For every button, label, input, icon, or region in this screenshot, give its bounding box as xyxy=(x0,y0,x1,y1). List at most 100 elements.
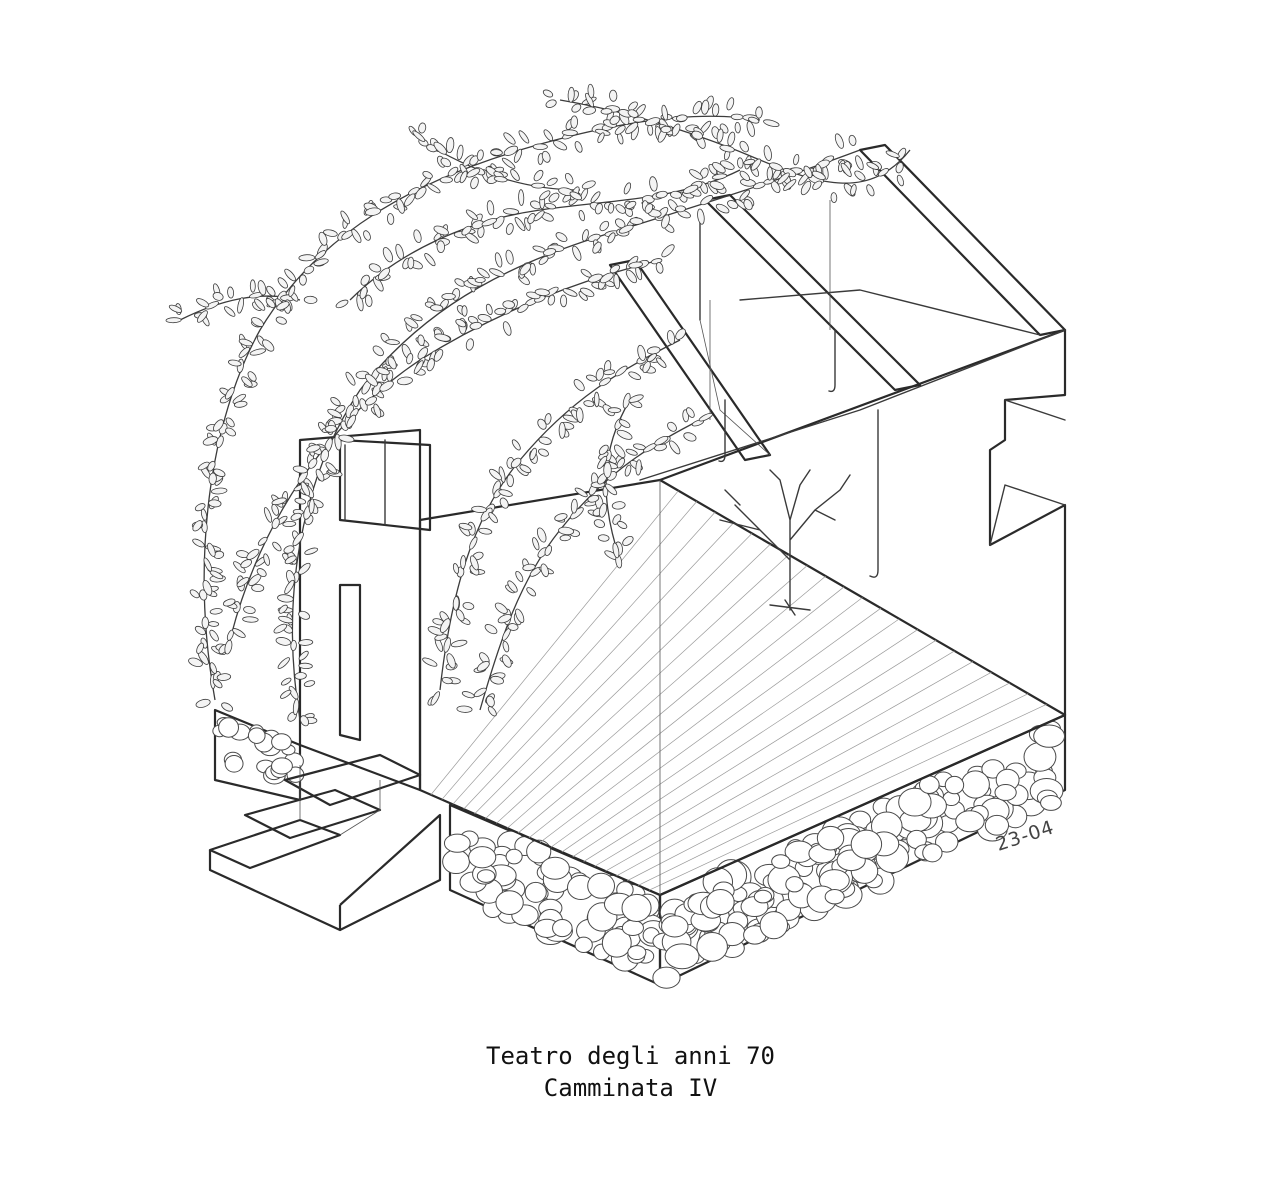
leaf xyxy=(510,457,522,469)
leaf xyxy=(298,610,310,620)
leaf xyxy=(547,294,556,306)
leaf xyxy=(533,210,545,222)
leaf xyxy=(540,563,549,578)
leaf xyxy=(208,472,217,485)
leaf xyxy=(617,521,628,529)
floor-board xyxy=(485,543,771,819)
leaf xyxy=(298,662,313,670)
leaf xyxy=(477,267,490,279)
leaf xyxy=(452,563,460,574)
leaf xyxy=(580,268,592,278)
leaf xyxy=(569,191,583,201)
floor-board xyxy=(441,501,698,800)
leaf xyxy=(192,520,203,532)
floor-board xyxy=(463,522,734,810)
leaf xyxy=(318,231,328,246)
leaf xyxy=(686,407,695,418)
leaf xyxy=(581,180,596,190)
leaf xyxy=(605,483,618,496)
leaf xyxy=(194,503,206,512)
leaf xyxy=(490,149,503,156)
leaf xyxy=(715,203,730,214)
leaf xyxy=(803,165,813,178)
leaf xyxy=(587,83,595,99)
leaf xyxy=(395,243,404,260)
leaf xyxy=(558,526,575,536)
leaf xyxy=(247,371,257,382)
leaf xyxy=(413,229,422,244)
leaf xyxy=(607,407,622,414)
leaf xyxy=(719,144,735,153)
leaf xyxy=(649,176,658,192)
leaf xyxy=(777,172,790,185)
leaf xyxy=(241,376,253,388)
leaf xyxy=(719,160,735,170)
leaf xyxy=(588,273,603,283)
stone xyxy=(652,966,681,989)
leaf xyxy=(655,190,668,199)
leaf xyxy=(422,170,433,179)
leaf xyxy=(294,672,307,680)
stone xyxy=(526,839,552,864)
leaf xyxy=(716,128,724,143)
leaf xyxy=(647,353,657,363)
leaf xyxy=(256,568,267,578)
stone xyxy=(661,915,689,938)
leaf xyxy=(726,97,735,111)
leaf xyxy=(257,280,267,296)
leaf xyxy=(377,267,391,281)
leaf xyxy=(507,580,518,593)
leaf xyxy=(542,89,554,98)
leaf xyxy=(363,230,371,241)
leaf xyxy=(288,285,296,297)
leaf xyxy=(628,261,643,269)
leaf xyxy=(494,602,508,614)
leaf xyxy=(373,403,382,418)
leaf xyxy=(499,497,509,509)
floor-board xyxy=(605,661,974,872)
stone xyxy=(696,932,728,962)
floor-board xyxy=(430,490,679,795)
leaf xyxy=(224,306,236,317)
floor-board xyxy=(550,607,882,848)
leaf xyxy=(734,122,741,134)
leaf xyxy=(209,608,223,615)
leaf xyxy=(372,276,384,292)
leaf xyxy=(522,563,536,572)
leaf xyxy=(503,145,519,156)
leaf xyxy=(298,274,307,286)
leaf xyxy=(502,640,510,653)
leaf xyxy=(227,359,242,367)
stone xyxy=(443,833,471,853)
leaf xyxy=(766,166,773,181)
leaf xyxy=(290,640,297,651)
leaf xyxy=(581,229,589,242)
leaf xyxy=(430,691,441,706)
caption-title: Teatro degli anni 70 xyxy=(486,1042,775,1070)
floor-board xyxy=(528,586,845,839)
stone xyxy=(771,854,791,869)
leaf xyxy=(201,616,210,630)
leaf xyxy=(618,224,634,234)
leaf xyxy=(277,594,294,603)
leaf xyxy=(284,268,296,282)
leaf xyxy=(207,460,216,472)
leaf xyxy=(567,86,575,103)
leaf xyxy=(327,408,343,418)
leaf xyxy=(325,462,337,474)
leaf xyxy=(386,213,395,225)
leaf xyxy=(532,537,540,551)
leaf xyxy=(379,196,393,204)
leaf xyxy=(284,555,297,565)
caption: Teatro degli anni 70 Camminata IV xyxy=(0,1040,1261,1104)
leaf xyxy=(661,104,668,121)
leaf xyxy=(748,116,760,124)
stone xyxy=(621,893,652,922)
leaf xyxy=(647,124,654,136)
leaf xyxy=(493,176,508,183)
floor-board xyxy=(638,693,1029,886)
leaf xyxy=(603,369,615,376)
leaf xyxy=(669,440,681,455)
leaf xyxy=(515,570,524,583)
stone xyxy=(476,869,496,883)
